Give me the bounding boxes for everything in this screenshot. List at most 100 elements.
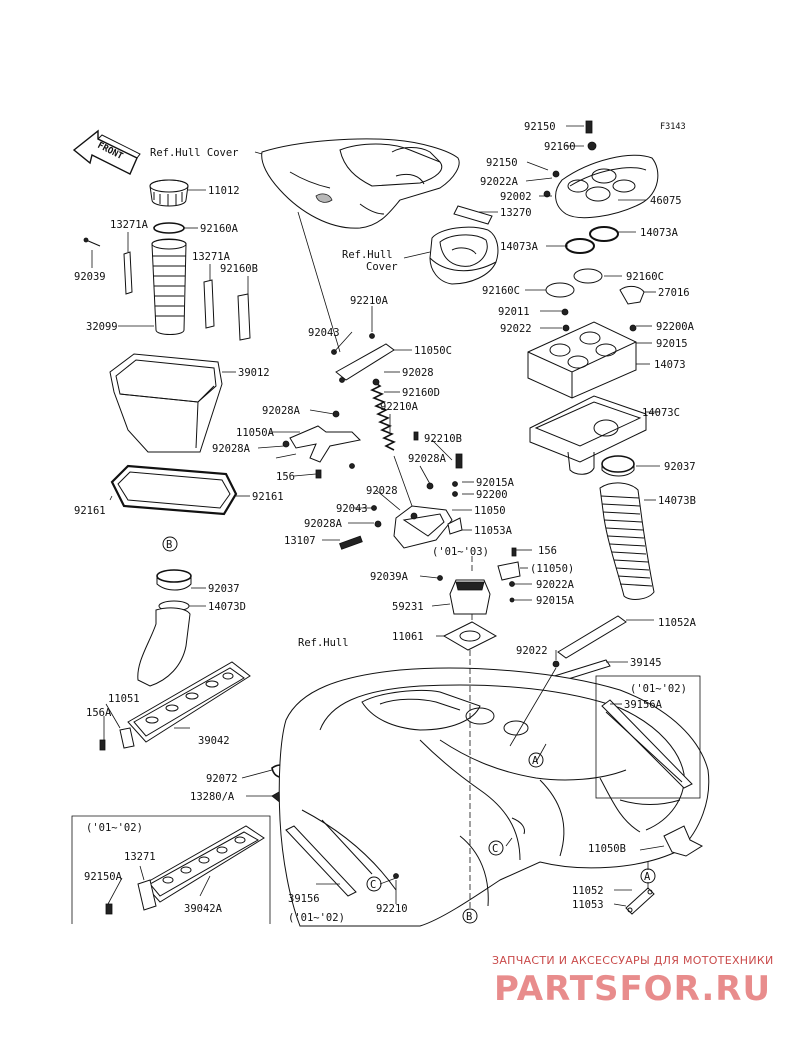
part-label: 14073D [208,601,246,613]
bracket-11050b [663,825,704,857]
part-label: 92037 [208,583,240,595]
part-label: 92039A [370,571,409,583]
part-label: 13271A [110,219,149,231]
ref-hull-cover-2b: Cover [366,261,398,273]
watermark: ЗАПЧАСТИ И АКСЕССУАРЫ ДЛЯ МОТОТЕХНИКИ PA… [492,954,774,1009]
marker-b-left: B [162,536,178,552]
box-39012 [109,353,223,453]
part-label: 92200A [656,321,695,333]
part-label: 92150 [486,157,518,169]
part-label: 92022A [480,176,519,188]
part-label: 39042 [198,735,230,747]
part-label: 39145 [630,657,662,669]
svg-text:C: C [492,843,498,855]
part-label: 92022 [516,645,548,657]
part-label: 11050C [414,345,452,357]
part-label: 32099 [86,321,118,333]
leader-lines [91,125,665,908]
part-label: 13271A [192,251,231,263]
watermark-tagline: ЗАПЧАСТИ И АКСЕССУАРЫ ДЛЯ МОТОТЕХНИКИ [492,954,774,967]
inset-left [71,815,271,924]
base-11050 [393,505,453,549]
ref-hull: Ref.Hull [298,637,349,649]
part-label: 13280/A [190,791,235,803]
svg-text:A: A [644,871,651,883]
clip-92210 [393,873,399,879]
latch-parts-01-03 [497,547,521,603]
part-label: 156 [276,471,295,483]
part-label: 92160B [220,263,258,275]
part-label: 156 [538,545,557,557]
marker-a-right: A [640,868,656,884]
airbox-cover-14073 [527,321,637,399]
ring-92160a [153,222,185,234]
part-label: 92160D [402,387,440,399]
part-label: 11053 [572,899,604,911]
spring-92160d [370,378,396,451]
part-label: 92160A [200,223,239,235]
cap-11012 [149,179,189,207]
ref-hull-cover-top: Ref.Hull Cover [150,147,239,159]
tube-32099 [151,238,187,335]
clamp-92037-left [156,569,192,612]
straps-13271a [123,251,251,341]
front-arrow-icon: FRONT [72,129,141,175]
part-label: 92011 [498,306,530,318]
part-label: 14073A [640,227,679,239]
part-label: 11050B [588,843,626,855]
year-label-4: ('01~'02) [288,912,345,924]
plate-11061 [442,621,498,651]
part-label: 13271 [124,851,156,863]
part-label: 92028A [262,405,301,417]
part-label: 156A [86,707,112,719]
part-label: 92160C [626,271,664,283]
year-label-1: ('01~'03) [432,546,489,558]
part-label: (11050) [530,563,574,575]
screw-92039 [83,237,101,247]
part-label: 92028 [366,485,398,497]
part-label: 92210B [424,433,462,445]
part-label: 92028A [212,443,251,455]
lever-11050a [282,410,362,479]
bar-11052 [625,887,655,915]
hull-cover-duct [429,226,499,285]
year-label-2: ('01~'02) [630,683,687,695]
part-label: 92028A [408,453,447,465]
bolt-92022-b [552,660,560,668]
part-label: 13107 [284,535,316,547]
part-label: 92150A [84,871,123,883]
part-label: 11052 [572,885,604,897]
inset-right [595,675,701,799]
part-label: 92210A [350,295,389,307]
part-label: 92022A [536,579,575,591]
part-label: 92015A [536,595,575,607]
part-labels: 92150 92160 92150 92022A 92002 46075 132… [74,121,697,915]
marker-c-bottom: C [366,876,382,892]
part-label: 92210A [380,401,419,413]
part-label: 92037 [664,461,696,473]
part-label: 92022 [500,323,532,335]
part-label: 92210 [376,903,408,915]
marker-b-bottom: B [462,908,478,924]
part-label: 11052A [658,617,697,629]
part-label: 27016 [658,287,690,299]
part-label: 39156 [288,893,320,905]
part-label: 59231 [392,601,424,613]
part-label: 92160 [544,141,576,153]
part-label: 39012 [238,367,270,379]
part-label: 14073B [658,495,696,507]
hose-14073b [599,482,655,600]
part-label: 92015A [476,477,515,489]
part-label: 11012 [208,185,240,197]
part-label: 39042A [184,903,223,915]
svg-text:B: B [466,911,472,923]
marker-a-hull: A [528,752,544,768]
part-label: 92160C [482,285,520,297]
svg-text:A: A [532,755,539,767]
part-label: 92200 [476,489,508,501]
part-label: 39156A [624,699,663,711]
watermark-logo: PARTSFOR.RU [494,969,771,1009]
part-label: 92043 [308,327,340,339]
airbox-base-14073c [529,395,647,475]
part-label: 92072 [206,773,238,785]
